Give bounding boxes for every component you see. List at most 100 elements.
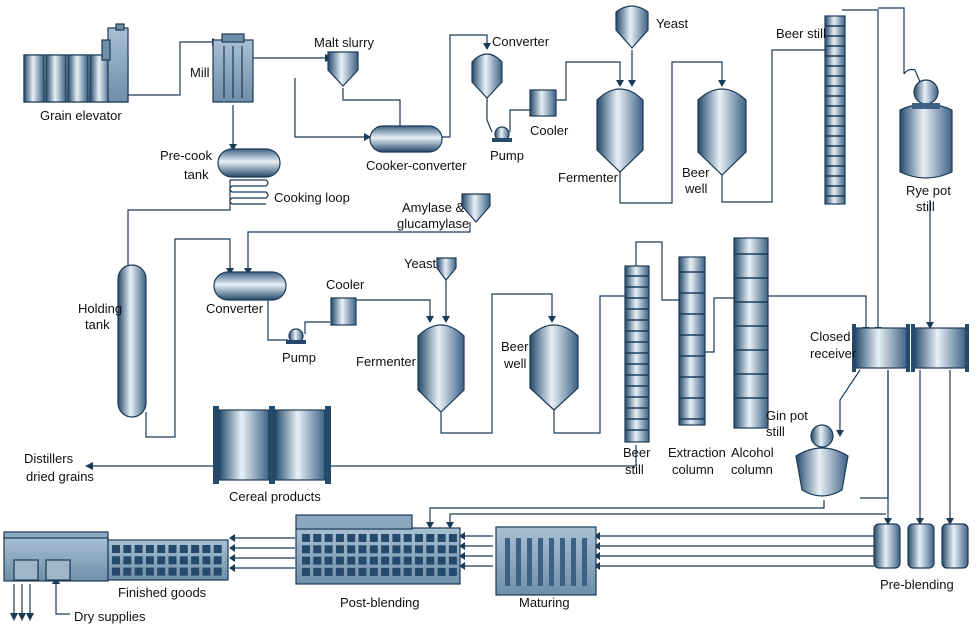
label-beer-still-bottom-line2: still — [625, 462, 644, 477]
building-window — [213, 567, 222, 576]
label-precook-line2: tank — [184, 167, 209, 182]
building-window — [202, 545, 211, 553]
yeast-mid-hopper-icon — [436, 257, 457, 281]
building-window — [123, 567, 132, 576]
building-window — [392, 567, 401, 576]
cooler-mid-icon — [330, 297, 357, 326]
beer-still-bottom-column-icon — [624, 265, 650, 443]
building-window — [403, 545, 412, 554]
building-window — [369, 534, 378, 542]
building-window — [168, 545, 177, 553]
maturing-rack — [549, 538, 554, 586]
label-maturing: Maturing — [519, 595, 570, 610]
building-window — [112, 545, 120, 553]
building-window — [202, 556, 211, 565]
amylase-hopper-icon — [461, 193, 491, 223]
label-holding-tank-line2: tank — [85, 317, 110, 332]
label-distillers-line2: dried grains — [26, 469, 94, 484]
label-closed-receiver-line2: receiver — [810, 346, 857, 361]
building-window — [448, 567, 457, 576]
grain-elevator-icon — [23, 23, 129, 103]
label-malt-slurry: Malt slurry — [314, 35, 374, 50]
building-window — [381, 534, 390, 542]
building-window — [369, 545, 378, 554]
rye-pot-still-icon — [899, 68, 953, 179]
converter-mid-icon — [213, 271, 287, 301]
building-window — [448, 545, 457, 554]
building-window — [191, 567, 200, 576]
label-holding-tank-line1: Holding — [78, 301, 122, 316]
building-window — [335, 545, 344, 554]
building-window — [358, 556, 367, 565]
label-amylase-line2: glucamylase — [397, 216, 469, 231]
label-pump-top: Pump — [490, 148, 524, 163]
building-window — [426, 567, 435, 576]
extraction-column-icon — [678, 256, 706, 426]
label-closed-receiver-line1: Closed — [810, 329, 850, 344]
building-window — [157, 545, 166, 553]
label-yeast-mid: Yeast — [404, 256, 436, 271]
building-window — [347, 534, 356, 542]
building-window — [179, 545, 188, 553]
building-window — [347, 567, 356, 576]
building-window — [213, 545, 222, 553]
building-window — [392, 556, 401, 565]
building-window — [392, 545, 401, 554]
label-gin-pot-still-line2: still — [766, 424, 785, 439]
building-window — [134, 556, 143, 565]
building-window — [145, 545, 154, 553]
building-window — [168, 556, 177, 565]
building-window — [426, 556, 435, 565]
building-window — [168, 567, 177, 576]
beer-well-top-icon — [697, 88, 747, 176]
building-window — [324, 556, 333, 565]
mill-icon — [212, 33, 254, 103]
label-alcohol-line2: column — [731, 462, 773, 477]
building-window — [415, 545, 423, 554]
label-gin-pot-still-line1: Gin pot — [766, 408, 808, 423]
building-window — [403, 567, 412, 576]
building-window — [437, 556, 446, 565]
building-window — [302, 534, 310, 542]
maturing-rack — [505, 538, 510, 586]
converter-top-icon — [471, 53, 503, 99]
label-finished-goods: Finished goods — [118, 585, 207, 600]
label-yeast-top: Yeast — [656, 16, 688, 31]
label-beer-well-top-line1: Beer — [682, 165, 710, 180]
building-window — [213, 556, 222, 565]
building-window — [123, 556, 132, 565]
label-beer-well-top-line2: well — [684, 181, 708, 196]
building-window — [403, 556, 412, 565]
building-window — [358, 545, 367, 554]
alcohol-column-icon — [733, 237, 769, 429]
label-distillers-line1: Distillers — [24, 451, 74, 466]
building-window — [313, 567, 322, 576]
label-alcohol-line1: Alcohol — [731, 445, 774, 460]
labels: Grain elevator Mill Malt slurry Converte… — [24, 16, 954, 624]
maturing-rack — [527, 538, 532, 586]
building-window — [369, 556, 378, 565]
building-window — [381, 556, 390, 565]
building-window — [302, 567, 310, 576]
building-window — [112, 556, 120, 565]
fermenter-mid-icon — [417, 324, 465, 413]
label-dry-supplies: Dry supplies — [74, 609, 146, 624]
label-cereal-products: Cereal products — [229, 489, 321, 504]
pump-mid-icon — [286, 328, 306, 344]
maturing-rack — [560, 538, 565, 586]
maturing-rack — [571, 538, 576, 586]
building-window — [437, 567, 446, 576]
label-beer-well-mid-line2: well — [503, 356, 527, 371]
label-cooler-mid: Cooler — [326, 277, 365, 292]
pipes — [13, 7, 951, 615]
pre-blending-tanks-icon — [873, 523, 969, 569]
building-window — [202, 567, 211, 576]
fermenter-top-icon — [596, 88, 644, 173]
building-window — [179, 567, 188, 576]
building-window — [403, 534, 412, 542]
label-pre-blending: Pre-blending — [880, 577, 954, 592]
building-window — [448, 534, 457, 542]
building-window — [324, 545, 333, 554]
label-converter-mid: Converter — [206, 301, 264, 316]
